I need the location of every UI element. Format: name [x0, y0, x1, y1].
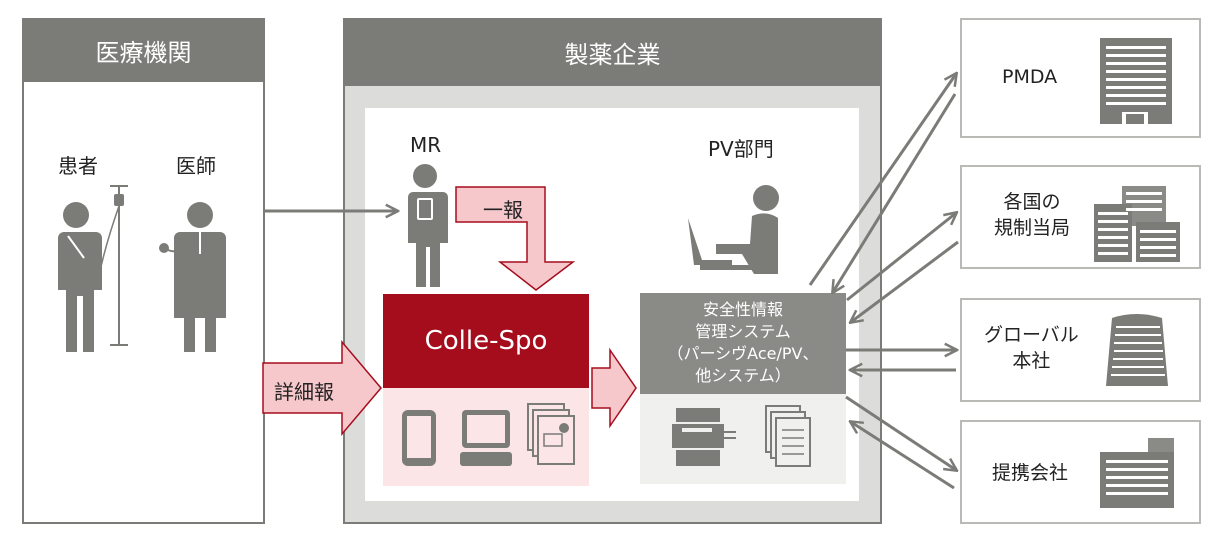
colle-spo-to-safety-arrow [591, 347, 637, 429]
regulators-buildings-icon [1094, 186, 1180, 262]
detail-report-arrow [262, 339, 382, 437]
safety-system-box: 安全性情報 管理システム （パーシヴAce/PV、 他システム） [640, 293, 846, 394]
global-hq-label-line2: 本社 [1012, 350, 1051, 372]
safety-system-line1: 安全性情報 [702, 300, 783, 319]
pv-department-label: PV部門 [708, 137, 774, 161]
detail-report-label: 詳細報 [274, 380, 334, 404]
first-report-label: 一報 [483, 198, 523, 222]
global-hq-label-line1: グローバル [984, 324, 1079, 346]
doctor-icon [159, 202, 226, 352]
tablet-icon [402, 410, 436, 466]
pmda-building-icon [1100, 38, 1172, 124]
regulators-label: 各国の 規制当局 [994, 189, 1070, 241]
exchange-arrows [808, 74, 958, 490]
partner-building-icon [1100, 438, 1174, 508]
first-report-arrow [455, 186, 576, 291]
pmda-label: PMDA [1002, 66, 1058, 88]
mr-label: MR [410, 133, 442, 157]
safety-system-line4: 他システム） [695, 366, 791, 385]
medical-institution-title: 医療機関 [22, 18, 265, 82]
patient-label: 患者 [58, 154, 98, 178]
computer-icon [460, 410, 512, 466]
colle-spo-label: Colle-Spo [424, 326, 548, 356]
doctor-label: 医師 [176, 154, 216, 178]
regulators-label-line1: 各国の [1003, 191, 1061, 213]
regulators-label-line2: 規制当局 [994, 217, 1071, 239]
pv-worker-icon [688, 185, 779, 274]
documents-icon [765, 405, 811, 467]
global-hq-label: グローバル 本社 [984, 322, 1079, 374]
patient-icon [56, 185, 128, 352]
pharma-company-title: 製薬企業 [343, 18, 882, 86]
partner-company-label: 提携会社 [992, 462, 1069, 484]
mr-icon [407, 164, 448, 287]
multifunction-printer-icon [672, 408, 736, 466]
colle-spo-box: Colle-Spo [383, 294, 589, 388]
safety-system-line2: 管理システム [695, 322, 791, 341]
global-hq-tower-icon [1106, 314, 1168, 386]
report-document-icon [527, 403, 575, 465]
safety-system-line3: （パーシヴAce/PV、 [667, 344, 819, 363]
